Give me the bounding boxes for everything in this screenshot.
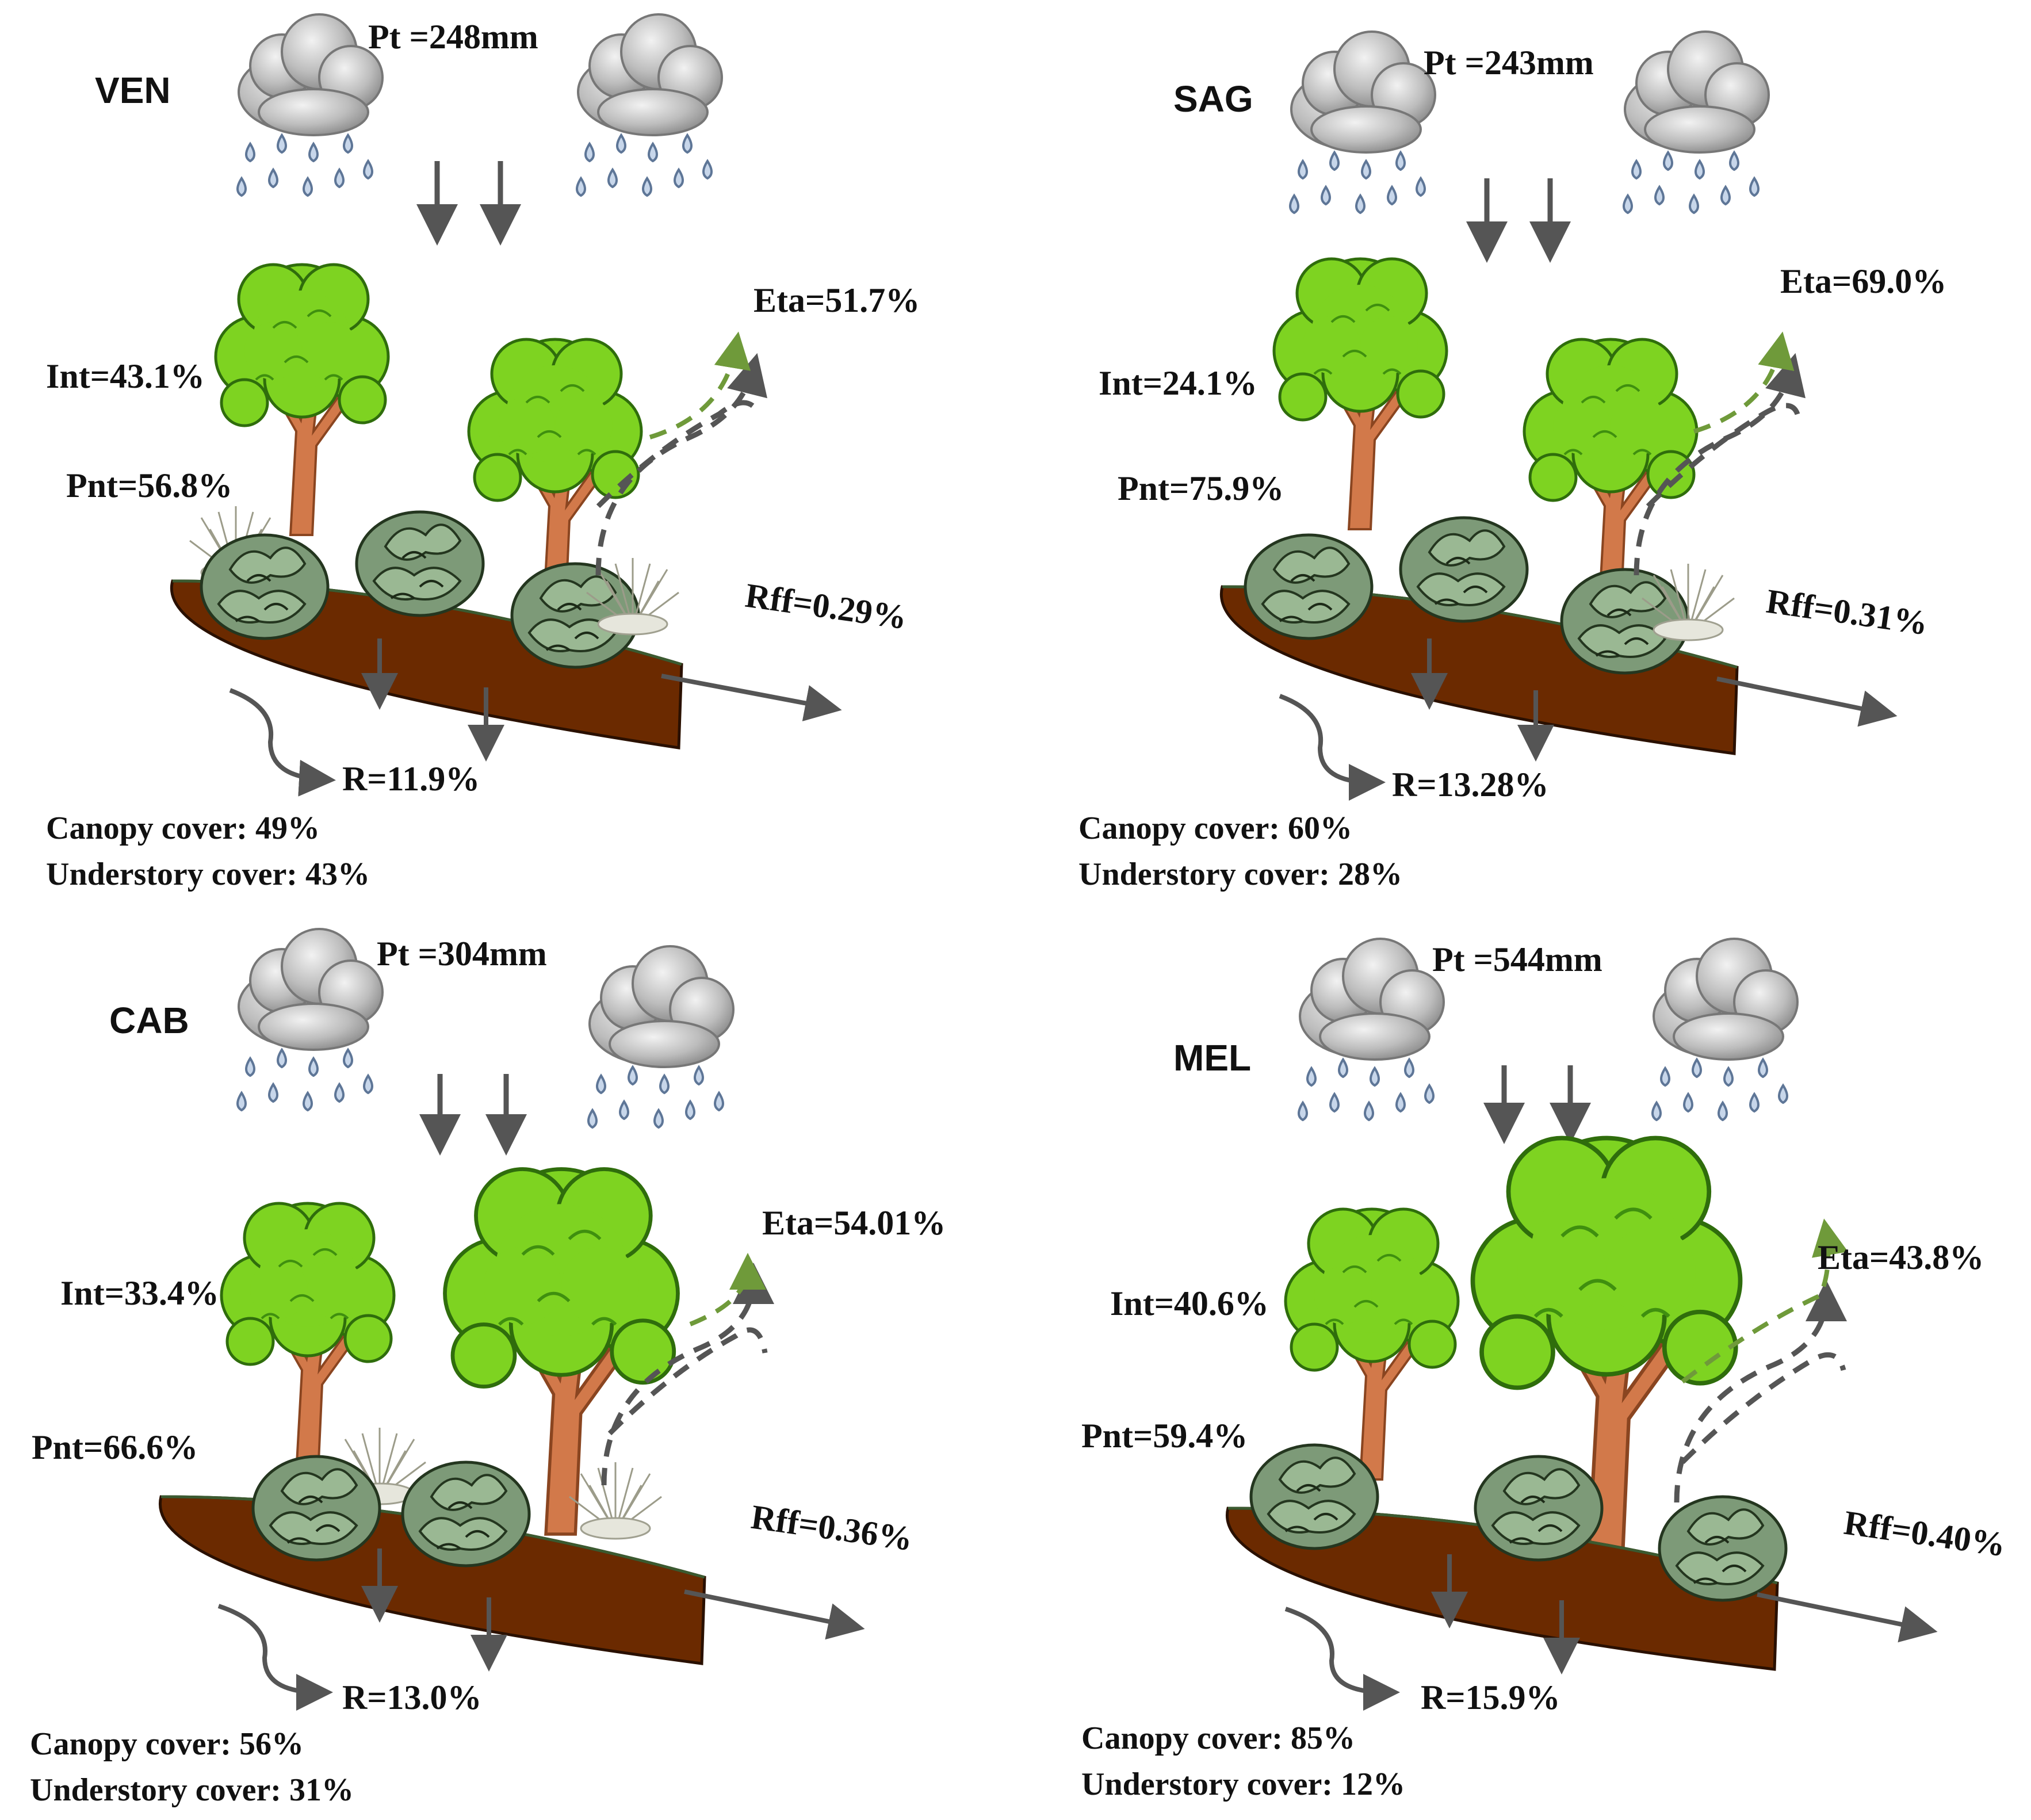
int-label: Int=40.6% <box>1110 1284 1269 1322</box>
site-label: CAB <box>109 1000 189 1041</box>
transpiration-arrow <box>1693 331 1795 434</box>
runoff-arrow <box>661 674 842 721</box>
shrub-icon <box>253 1456 380 1560</box>
panel-illustration <box>159 928 865 1711</box>
evapotranspiration-arrow <box>1634 353 1806 576</box>
site-label: SAG <box>1173 78 1253 120</box>
canopy-cover-label: Canopy cover: 85% <box>1081 1720 1355 1756</box>
recharge-arrow <box>217 1604 333 1711</box>
understory-cover-label: Understory cover: 31% <box>30 1772 354 1808</box>
runoff-arrow <box>1757 1592 1938 1643</box>
canopy-cover-label: Canopy cover: 60% <box>1078 810 1352 846</box>
evapotranspiration-arrow <box>596 400 762 508</box>
panel-cab: CAB Pt =304mm Int=33.4% Pnt=66.6% Eta=54… <box>0 910 1015 1820</box>
panel-illustration <box>1219 30 1898 801</box>
panel-illustration <box>170 13 842 797</box>
pnt-label: Pnt=56.8% <box>66 467 233 504</box>
r-label: R=15.9% <box>1421 1678 1560 1716</box>
rain-cloud-icon <box>1651 938 1799 1121</box>
shrub-icon <box>1401 518 1527 621</box>
int-label: Int=33.4% <box>60 1274 219 1312</box>
evapotranspiration-arrow <box>595 353 767 576</box>
eta-label: Eta=51.7% <box>754 281 920 319</box>
int-label: Int=43.1% <box>46 357 205 395</box>
runoff-arrow <box>1716 676 1898 727</box>
tree-icon <box>1524 339 1697 610</box>
pt-label: Pt =304mm <box>377 935 547 973</box>
r-label: R=13.28% <box>1392 766 1549 804</box>
transpiration-arrow <box>649 331 751 439</box>
tree-icon <box>216 265 388 535</box>
rain-cloud-icon <box>1289 30 1436 214</box>
recharge-arrow <box>1284 1607 1400 1711</box>
pnt-label: Pnt=75.9% <box>1118 469 1284 507</box>
evapotranspiration-arrow <box>607 1327 768 1436</box>
transpiration-arrow <box>1681 1218 1849 1384</box>
recharge-arrow <box>229 688 336 797</box>
shrub-icon <box>403 1462 529 1566</box>
pnt-label: Pnt=66.6% <box>32 1428 198 1466</box>
canopy-cover-label: Canopy cover: 56% <box>30 1726 304 1762</box>
understory-cover-label: Understory cover: 28% <box>1078 857 1402 892</box>
evapotranspiration-arrow <box>1646 403 1800 508</box>
tree-icon <box>221 1203 394 1474</box>
evapotranspiration-arrow <box>1674 1280 1847 1503</box>
int-label: Int=24.1% <box>1099 364 1257 402</box>
evapotranspiration-arrow <box>601 1263 774 1486</box>
rain-cloud-icon <box>1623 30 1770 214</box>
rain-cloud-icon <box>236 928 384 1111</box>
eta-label: Eta=43.8% <box>1818 1238 1984 1276</box>
site-label: MEL <box>1173 1037 1252 1079</box>
understory-cover-label: Understory cover: 12% <box>1081 1767 1405 1802</box>
shrub-icon <box>1251 1445 1378 1548</box>
panel-sag: SAG Pt =243mm Int=24.1% Pnt=75.9% Eta=69… <box>1015 0 2030 910</box>
pnt-label: Pnt=59.4% <box>1081 1417 1248 1455</box>
pt-label: Pt =544mm <box>1432 940 1602 978</box>
rain-cloud-icon <box>576 13 723 197</box>
tree-icon <box>1286 1209 1458 1479</box>
grass-icon <box>568 1461 663 1540</box>
panel-illustration <box>1226 938 1938 1711</box>
eta-label: Eta=69.0% <box>1780 262 1947 300</box>
site-label: VEN <box>95 70 171 111</box>
shrub-icon <box>357 512 483 615</box>
eta-label: Eta=54.01% <box>762 1204 946 1242</box>
tree-icon <box>1274 259 1447 529</box>
panel-ven: VEN Pt =248mm Int=43.1% Pnt=56.8% Eta=51… <box>0 0 1015 910</box>
pt-label: Pt =243mm <box>1424 44 1594 82</box>
shrub-icon <box>201 535 328 638</box>
r-label: R=13.0% <box>342 1678 482 1716</box>
rain-cloud-icon <box>587 945 735 1129</box>
understory-cover-label: Understory cover: 43% <box>46 857 370 892</box>
recharge-arrow <box>1279 694 1386 801</box>
shrub-icon <box>1245 535 1372 638</box>
r-label: R=11.9% <box>342 760 480 798</box>
shrub-icon <box>1659 1497 1786 1600</box>
transpiration-arrow <box>689 1253 766 1326</box>
shrub-icon <box>1475 1456 1602 1560</box>
rain-cloud-icon <box>1298 938 1445 1121</box>
pt-label: Pt =248mm <box>368 18 538 56</box>
evapotranspiration-arrow <box>1680 1352 1846 1465</box>
panel-mel: MEL Pt =544mm Int=40.6% Pnt=59.4% Eta=43… <box>1015 910 2030 1820</box>
rain-cloud-icon <box>236 13 384 197</box>
canopy-cover-label: Canopy cover: 49% <box>46 810 320 846</box>
runoff-arrow <box>684 1589 865 1640</box>
